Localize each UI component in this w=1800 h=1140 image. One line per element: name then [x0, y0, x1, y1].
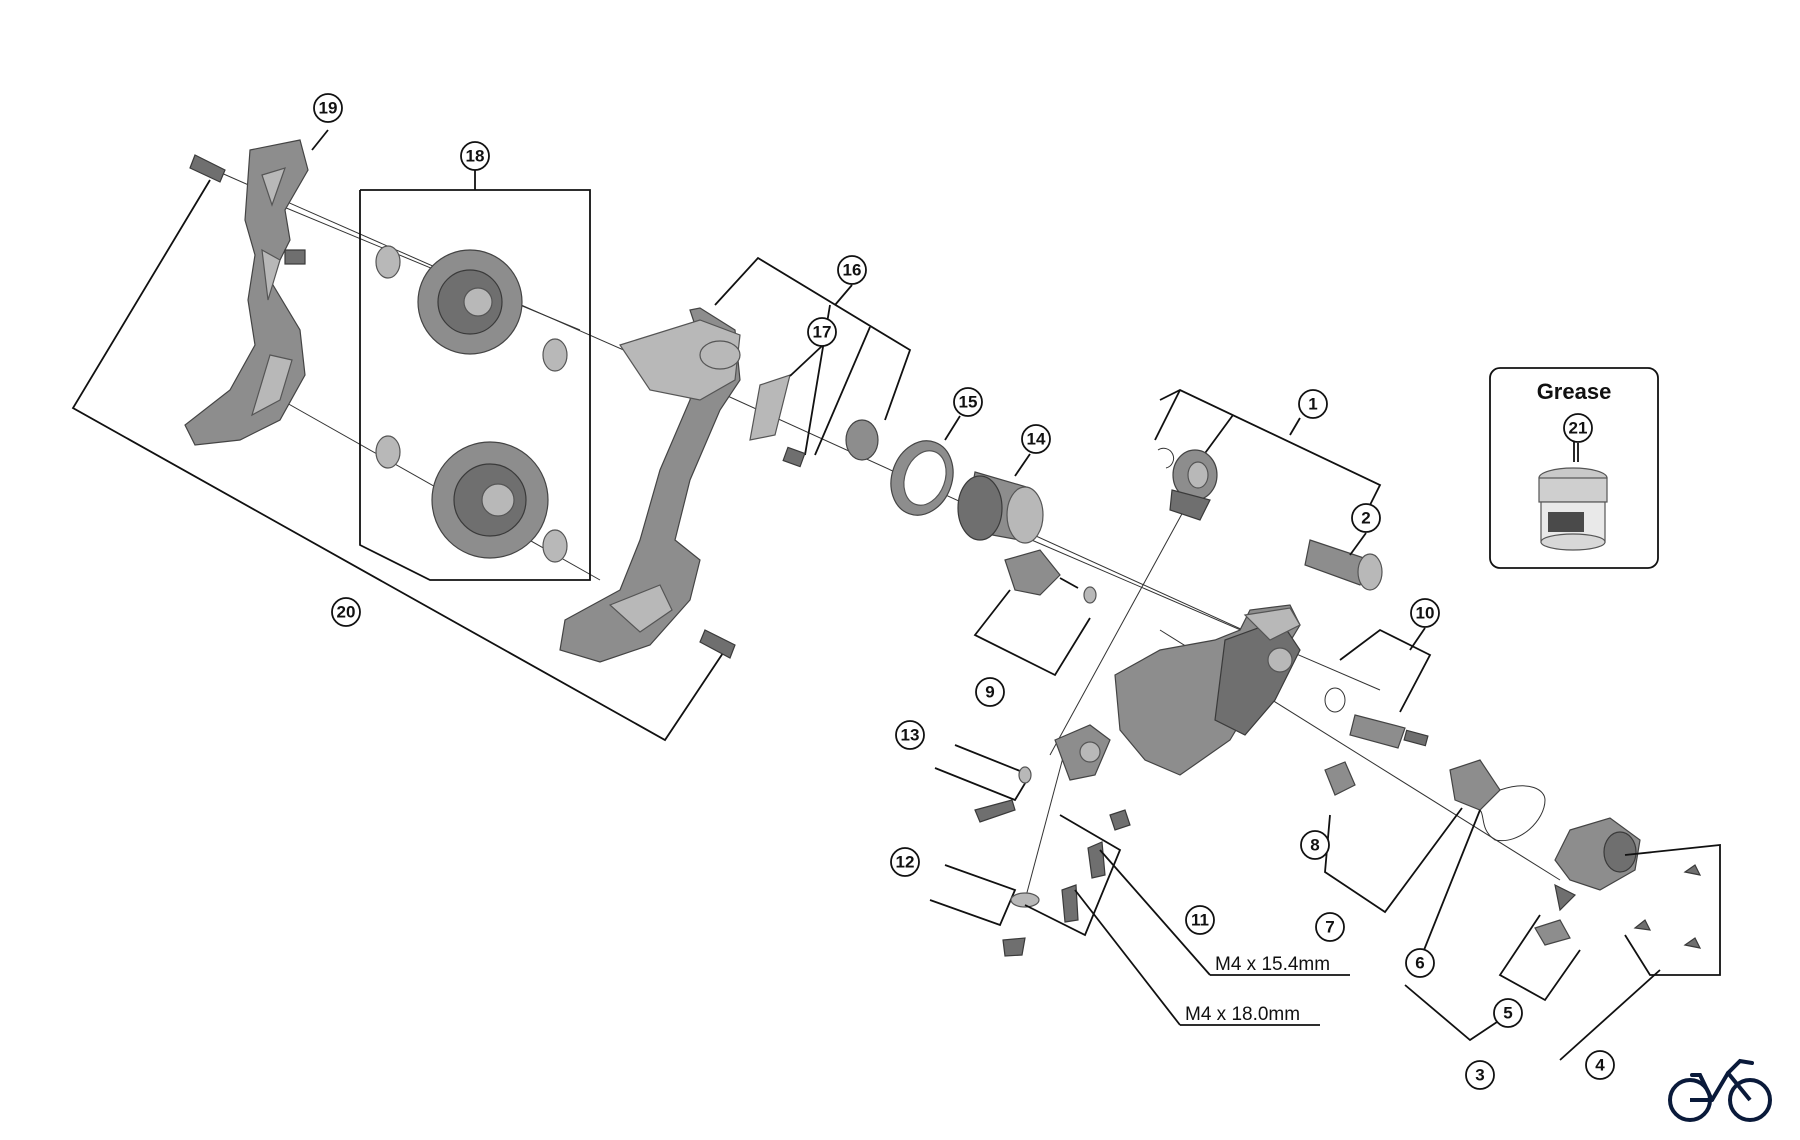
- svg-text:7: 7: [1325, 918, 1334, 937]
- callout-4: 4: [1585, 1050, 1615, 1080]
- cage-spring-ring: [890, 440, 954, 516]
- callout-17: 17: [807, 317, 837, 347]
- callout-14: 14: [1021, 424, 1051, 454]
- svg-text:6: 6: [1415, 954, 1424, 973]
- pulley-cage-assembly-bracket: [71, 179, 726, 742]
- svg-text:16: 16: [843, 261, 862, 280]
- bicycle-logo-icon: [1668, 1058, 1772, 1122]
- callout-5: 5: [1493, 998, 1523, 1028]
- callout-20: 20: [331, 597, 361, 627]
- callout-3: 3: [1465, 1060, 1495, 1090]
- callout-11: 11: [1185, 905, 1215, 935]
- svg-text:11: 11: [1191, 911, 1209, 930]
- svg-text:19: 19: [319, 99, 338, 118]
- spec-label-short-screw: M4 x 15.4mm: [1215, 954, 1330, 975]
- callout-15: 15: [953, 387, 983, 417]
- callout-18: 18: [460, 141, 490, 171]
- callout-10: 10: [1410, 598, 1440, 628]
- cage-spring-cover: [957, 471, 1044, 544]
- svg-text:4: 4: [1595, 1056, 1605, 1075]
- callout-13: 13: [895, 720, 925, 750]
- callout-19: 19: [313, 93, 343, 123]
- svg-text:20: 20: [337, 603, 356, 622]
- svg-text:8: 8: [1310, 836, 1319, 855]
- link-axle: [1324, 628, 1432, 749]
- svg-text:21: 21: [1569, 419, 1588, 438]
- outer-cage-plate: [184, 139, 309, 446]
- assembly-axis-lines: [209, 167, 1561, 901]
- inner-cage-plate: [559, 307, 741, 663]
- svg-text:2: 2: [1361, 509, 1370, 528]
- svg-text:5: 5: [1503, 1004, 1512, 1023]
- pulley-set: [359, 189, 591, 581]
- callout-16: 16: [837, 255, 867, 285]
- screws-group: [929, 744, 1350, 1026]
- grease-box: Grease: [1489, 367, 1659, 569]
- callout-9: 9: [975, 677, 1005, 707]
- main-body: [1054, 604, 1301, 781]
- svg-text:9: 9: [985, 683, 994, 702]
- callout-6: 6: [1405, 948, 1435, 978]
- svg-text:3: 3: [1475, 1066, 1484, 1085]
- svg-text:1: 1: [1308, 395, 1317, 414]
- callout-21: 21: [1563, 413, 1593, 443]
- svg-text:15: 15: [959, 393, 978, 412]
- svg-text:13: 13: [901, 726, 920, 745]
- b-tension-lever: [973, 549, 1097, 677]
- callout-8: 8: [1300, 830, 1330, 860]
- svg-text:14: 14: [1027, 430, 1046, 449]
- callout-7: 7: [1315, 912, 1345, 942]
- cage-stopper-parts: [714, 256, 912, 468]
- callout-1: 1: [1298, 389, 1328, 419]
- adjust-parts-group: [1154, 388, 1382, 521]
- callout-12: 12: [890, 847, 920, 877]
- svg-text:17: 17: [813, 323, 832, 342]
- callout-leaders: [311, 129, 1579, 651]
- callout-2: 2: [1351, 503, 1381, 533]
- clutch-unit: [1324, 759, 1546, 961]
- svg-text:12: 12: [896, 853, 915, 872]
- svg-text:18: 18: [466, 147, 485, 166]
- stabilizer-cover: [1404, 817, 1721, 1061]
- spec-label-long-screw: M4 x 18.0mm: [1185, 1004, 1300, 1025]
- svg-text:10: 10: [1416, 604, 1435, 623]
- grease-jar-icon: [1538, 467, 1608, 551]
- pivot-axle: [1304, 539, 1383, 591]
- grease-title: Grease: [1537, 379, 1612, 404]
